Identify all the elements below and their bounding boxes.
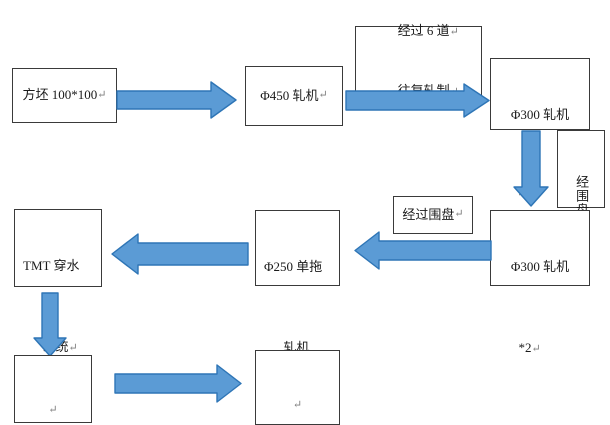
arrow-tmt-to-coolbed[interactable] [32, 291, 70, 359]
mill300-x3-line1: Φ300 轧机 [510, 107, 570, 123]
node-mill300-x2[interactable]: Φ300 轧机 *2↵ [490, 210, 590, 355]
pilcrow-icon: ↵ [97, 88, 107, 101]
node-cooling-bed[interactable]: ↵ 冷床↵ [14, 355, 92, 423]
arrow-mill300x2-to-mill250x6[interactable] [353, 230, 493, 272]
pilcrow-icon: ↵ [449, 25, 459, 38]
note-6-pass-line1-row: 经过 6 道↵ [378, 1, 459, 61]
arrow-mill450-to-mill300x3[interactable] [344, 82, 492, 120]
arrow-mill250x6-to-tmt[interactable] [110, 232, 250, 276]
note-6-pass-line1: 经过 6 道 [397, 22, 450, 38]
node-collect[interactable]: ↵ 收集↵ [255, 350, 340, 425]
mill250-x6-line1: Φ250 单拖 [264, 259, 323, 275]
pilcrow-icon: ↵ [531, 342, 541, 355]
pilcrow-icon: ↵ [68, 341, 78, 354]
mill300-x2-line1: Φ300 轧机 [510, 259, 570, 275]
mill300-x2-line2: *2 [518, 339, 532, 355]
via-loop-label: 经过围盘 [402, 206, 455, 222]
pilcrow-icon-top: ↵ [48, 404, 58, 417]
node-billet[interactable]: 方坯 100*100↵ [12, 68, 117, 123]
node-via-loop[interactable]: 经过围盘↵ [393, 196, 473, 234]
via-loop-vertical-label: 经围盘 [574, 175, 590, 218]
node-mill250-x6[interactable]: Φ250 单拖 轧机*6↵ [255, 210, 340, 375]
node-billet-label: 方坯 100*100 [22, 87, 98, 103]
arrow-mill300x3-to-mill300x2[interactable] [512, 129, 552, 209]
node-mill450[interactable]: Φ450 轧机↵ [245, 66, 343, 126]
pilcrow-icon-top: ↵ [292, 399, 303, 412]
node-tmt-system[interactable]: TMT 穿水 系统↵ [14, 209, 102, 354]
node-mill300-x3[interactable]: Φ300 轧机 *3↵ [490, 58, 590, 203]
pilcrow-icon: ↵ [454, 208, 464, 221]
node-mill450-label: Φ450 轧机 [260, 87, 319, 103]
node-via-loop-vertical[interactable]: 经围盘 ↵ [557, 130, 605, 272]
pilcrow-icon: ↵ [318, 89, 328, 102]
tmt-line1: TMT 穿水 [23, 258, 80, 274]
arrow-billet-to-mill450[interactable] [115, 80, 239, 120]
mill300-x2-line2-row: *2↵ [499, 318, 581, 378]
arrow-coolbed-to-collect[interactable] [113, 363, 243, 405]
